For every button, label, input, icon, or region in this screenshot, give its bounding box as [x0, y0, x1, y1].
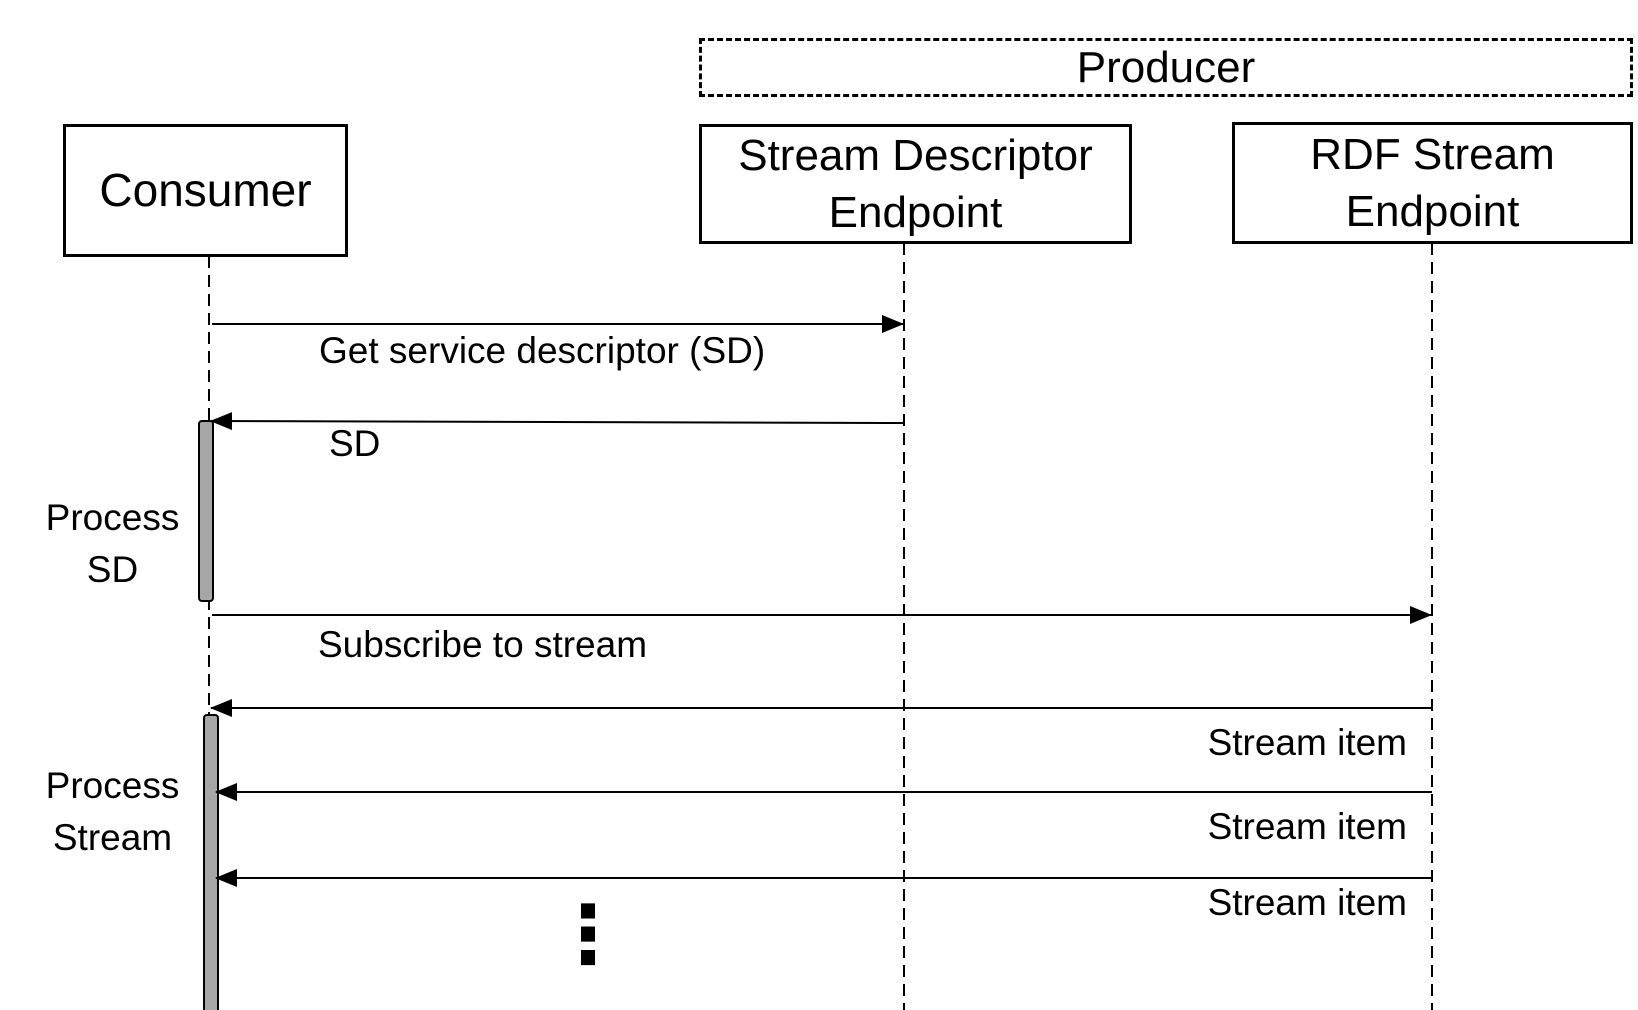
producer-group-label: Producer: [1076, 42, 1256, 92]
producer-group-box: Producer: [699, 38, 1633, 97]
activation-bar-process-sd: [198, 420, 214, 602]
activation-label-process-sd: Process SD: [45, 497, 180, 590]
message-label-subscribe: Subscribe to stream: [318, 624, 648, 665]
message-label-get-sd: Get service descriptor (SD): [319, 330, 766, 371]
participant-sd-endpoint-label: Stream Descriptor Endpoint: [738, 130, 1093, 237]
activation-label-process-stream: Process Stream: [45, 765, 180, 858]
activation-bar-process-stream: [203, 714, 219, 1010]
message-label-stream-item-3: Stream item: [1207, 882, 1407, 923]
participant-consumer-box: Consumer: [63, 124, 348, 257]
continuation-ellipsis: ⋮: [548, 890, 628, 979]
message-label-stream-item-1: Stream item: [1207, 722, 1407, 763]
participant-sd-endpoint-box: Stream Descriptor Endpoint: [699, 124, 1132, 244]
message-label-sd: SD: [329, 423, 381, 464]
message-arrow-sd-reply: [210, 412, 905, 431]
participant-rdf-endpoint-box: RDF Stream Endpoint: [1232, 122, 1633, 244]
participant-consumer-label: Consumer: [99, 163, 312, 216]
participant-rdf-endpoint-label: RDF Stream Endpoint: [1310, 129, 1555, 236]
message-label-stream-item-2: Stream item: [1207, 806, 1407, 847]
